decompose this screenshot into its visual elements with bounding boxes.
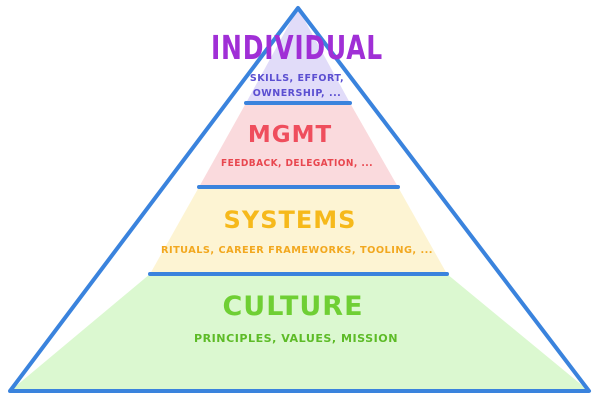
- individual-subtitle-line1: SKILLS, EFFORT,: [250, 73, 344, 84]
- systems-title: SYSTEMS: [224, 206, 357, 234]
- pyramid-outline: [8, 6, 591, 393]
- culture-subtitle: PRINCIPLES, VALUES, MISSION: [194, 332, 398, 345]
- individual-title: INDIVIDUAL: [211, 28, 383, 67]
- culture-layer-fill: [10, 274, 589, 391]
- individual-subtitle-line2: OWNERSHIP, ...: [253, 88, 342, 99]
- systems-subtitle: RITUALS, CAREER FRAMEWORKS, TOOLING, ...: [161, 245, 433, 256]
- mgmt-subtitle: FEEDBACK, DELEGATION, ...: [221, 158, 373, 169]
- mgmt-layer-fill: [199, 103, 398, 187]
- systems-layer-fill: [150, 187, 447, 274]
- culture-title: CULTURE: [222, 291, 363, 322]
- individual-layer-fill: [246, 8, 350, 103]
- mgmt-title: MGMT: [248, 122, 332, 148]
